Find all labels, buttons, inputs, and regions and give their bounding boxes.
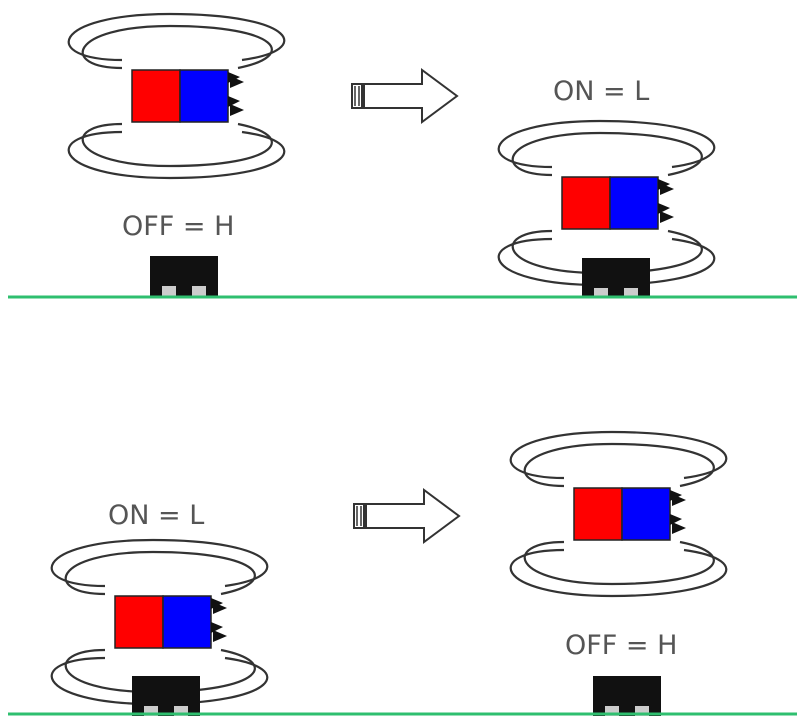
state-label-bottom-left: ON = L	[108, 500, 204, 531]
state-label-bottom-right: OFF = H	[565, 630, 677, 661]
hall-sensor-bottom-right	[593, 676, 661, 716]
hall-sensor-top-right	[582, 258, 650, 298]
state-label-top-right: ON = L	[553, 76, 649, 107]
magnet-bottom-right	[509, 430, 728, 598]
transition-arrow-top	[351, 69, 458, 123]
top-panel: OFF = H ON = L	[8, 12, 797, 299]
hollow-arrow-icon	[353, 489, 460, 543]
magnet-top-left	[67, 12, 286, 180]
hall-sensor-top-left	[150, 256, 218, 296]
transition-arrow-bottom	[353, 489, 460, 543]
bottom-panel: ON = L OFF = H	[8, 430, 797, 716]
state-label-top-left: OFF = H	[122, 211, 234, 242]
hollow-arrow-icon	[351, 69, 458, 123]
hall-sensor-bottom-left	[132, 676, 200, 716]
